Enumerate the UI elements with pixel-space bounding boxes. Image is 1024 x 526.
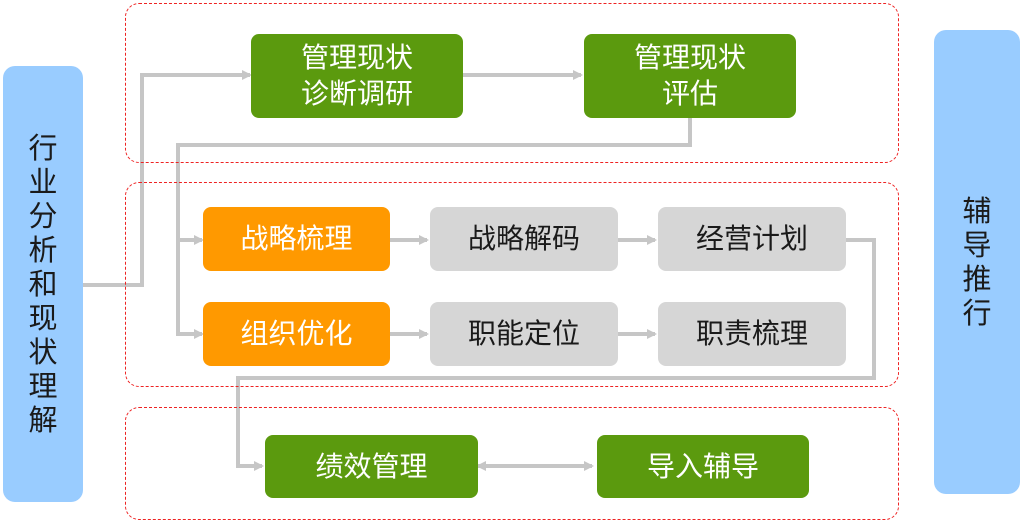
- stage-design-frame: [125, 182, 899, 387]
- node-duty-review: 职责梳理: [658, 302, 846, 366]
- node-business-plan: 经营计划: [658, 207, 846, 271]
- node-implementation-guidance: 导入辅导: [597, 435, 809, 498]
- connector-left-to-research: [83, 70, 252, 287]
- stage-diagnosis-frame: [125, 3, 899, 163]
- guidance-implementation-bar: 辅导推行: [934, 30, 1020, 494]
- connector-to-performance: [236, 238, 876, 471]
- node-diagnosis-research: 管理现状 诊断调研: [251, 34, 463, 118]
- connector-evaluation-to-strategy: [176, 116, 692, 245]
- node-strategy-review: 战略梳理: [203, 207, 390, 271]
- connector-to-org-optimization: [176, 240, 204, 339]
- industry-analysis-label: 行业分析和现状理解: [28, 131, 58, 437]
- node-status-evaluation: 管理现状 评估: [584, 34, 796, 118]
- industry-analysis-bar: 行业分析和现状理解: [3, 66, 83, 502]
- node-strategy-decoding: 战略解码: [430, 207, 618, 271]
- stage-implementation-frame: [125, 407, 899, 520]
- guidance-implementation-label: 辅导推行: [962, 194, 992, 330]
- node-org-optimization: 组织优化: [203, 302, 390, 366]
- node-performance-management: 绩效管理: [265, 435, 478, 498]
- node-function-positioning: 职能定位: [430, 302, 618, 366]
